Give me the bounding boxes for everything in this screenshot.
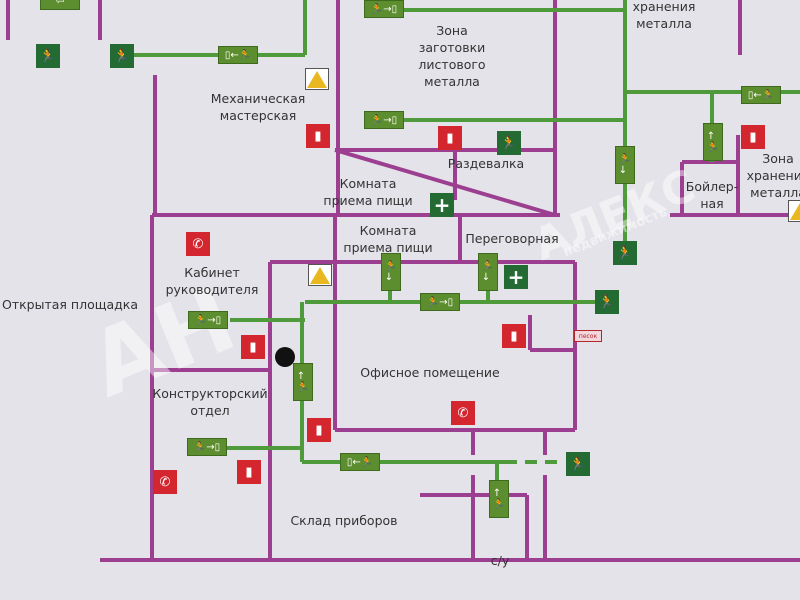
emergency-exit-icon: 🏃 [110,44,134,68]
phone-icon: ✆ [186,232,210,256]
fire-extinguisher-icon: ▮ [502,324,526,348]
label-line: Комната [339,176,397,191]
label-line: ная [700,196,724,211]
exit-direction-sign-icon: 🏃→▯ [364,111,404,129]
room-boiler: Бойлер- ная [686,178,738,212]
electrical-hazard-icon [788,200,800,222]
fire-extinguisher-icon: ▮ [237,460,261,484]
fire-extinguisher-icon: ▮ [241,335,265,359]
room-dining-2: Комната приема пищи [343,222,432,256]
walls [6,0,800,562]
label-line: Зона [436,23,468,38]
exit-direction-sign-icon: ↑🏃 [489,480,509,518]
first-aid-icon: + [504,265,528,289]
label-line: отдел [190,403,230,418]
you-are-here-marker [275,347,295,367]
stairs-exit-icon: 🏃 [36,44,60,68]
label-line: Бойлер- [685,179,739,194]
room-office: Офисное помещение [360,365,500,380]
label-line: металла [424,74,480,89]
exit-direction-sign-icon: 🏃→▯ [188,311,228,329]
fire-extinguisher-icon: ▮ [306,124,330,148]
room-meeting: Переговорная [465,231,559,246]
label-line: металла [750,185,800,200]
exit-direction-sign-icon: ▯←🏃 [340,453,380,471]
label-line: листового [418,57,486,72]
room-locker: Раздевалка [447,156,525,171]
room-instrument-storage: Склад приборов [290,513,398,528]
room-dining-1: Комната приема пищи [323,175,412,209]
exit-direction-sign-icon: 🏃→▯ [364,0,404,18]
label-line: заготовки [418,40,486,55]
sand-box-sign: песок [574,330,602,342]
exit-direction-sign-icon: 🏃→▯ [420,293,460,311]
room-mech-workshop: Механическая мастерская [211,90,306,124]
emergency-exit-icon: 🏃 [595,290,619,314]
exit-direction-sign-icon: ▯←🏃 [741,86,781,104]
label-line: Зона [762,151,794,166]
label-line: Механическая [210,91,306,106]
exit-direction-sign-icon: ↑🏃 [293,363,313,401]
label-line: хранения [746,168,800,183]
label-line: мастерская [219,108,297,123]
electrical-hazard-icon [308,264,332,286]
emergency-exit-icon: 🏃 [566,452,590,476]
label-line: приема пищи [343,240,433,255]
label-line: руководителя [165,282,259,297]
fire-extinguisher-icon: ▮ [307,418,331,442]
label-line: металла [636,16,692,31]
exit-direction-sign-icon: 🏃→▯ [187,438,227,456]
emergency-exit-icon: 🏃 [613,241,637,265]
exit-direction-sign-icon: ⇦ [40,0,80,10]
phone-icon: ✆ [451,401,475,425]
electrical-hazard-icon [305,68,329,90]
stairs-exit-icon: 🏃 [497,131,521,155]
exit-direction-sign-icon: 🏃↓ [478,253,498,291]
room-blank-zone: Зона заготовки листового металла [418,22,485,90]
room-director-office: Кабинет руководителя [166,264,259,298]
exit-direction-sign-icon: 🏃↓ [615,146,635,184]
phone-icon: ✆ [153,470,177,494]
room-storage-top: хранения металла [633,0,696,32]
fire-extinguisher-icon: ▮ [741,125,765,149]
label-line: Конструкторский [152,386,268,401]
exit-direction-sign-icon: ▯←🏃 [218,46,258,64]
label-line: Комната [359,223,417,238]
fire-extinguisher-icon: ▮ [438,126,462,150]
label-line: Кабинет [184,265,240,280]
room-storage-right: Зона хранения металла [747,150,800,201]
label-line: приема пищи [323,193,413,208]
room-open-area: Открытая площадка [1,297,139,312]
room-wc: с/у [490,553,510,568]
exit-direction-sign-icon: ↑🏃 [703,123,723,161]
exit-direction-sign-icon: 🏃↓ [381,253,401,291]
room-design-dept: Конструкторский отдел [152,385,267,419]
first-aid-icon: + [430,193,454,217]
label-line: хранения [632,0,696,14]
